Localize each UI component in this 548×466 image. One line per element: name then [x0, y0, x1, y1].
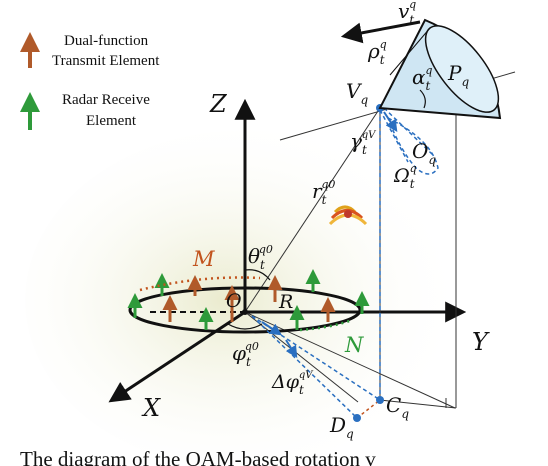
dotted-arc-m	[139, 276, 261, 292]
point-c	[376, 396, 384, 404]
y-axis-label: Y	[472, 328, 490, 356]
phi-arrow	[261, 321, 282, 336]
label-rho: ρtq	[367, 38, 387, 67]
dashed-v-to-o	[383, 107, 434, 156]
phi-angle-arc	[227, 323, 263, 330]
velocity-arrow	[340, 20, 421, 44]
signal-icon	[328, 205, 368, 226]
x-axis	[108, 310, 246, 403]
label-p: Pq	[447, 61, 469, 89]
x-axis-label: X	[141, 394, 161, 422]
legend-transmit-line2: Transmit Element	[52, 53, 160, 69]
label-r: rtq0	[312, 178, 335, 207]
legend-transmit-line1: Dual-function	[64, 33, 149, 49]
label-d: Dq	[329, 413, 354, 441]
label-phi: φtq0	[232, 340, 259, 369]
label-c: Cq	[386, 393, 409, 421]
label-alpha: αtq	[412, 64, 432, 93]
point-d	[353, 414, 361, 422]
alpha-arc	[419, 89, 426, 109]
dashed-o-to-c	[251, 315, 381, 401]
label-m: M	[192, 247, 215, 271]
target-cone	[378, 18, 502, 120]
label-radius: R	[278, 291, 293, 313]
gamma-arrow	[383, 111, 398, 132]
label-dphi: ΔφtqV	[271, 370, 314, 397]
label-origin: O	[226, 290, 242, 312]
legend-receive-line2: Element	[86, 113, 137, 129]
label-theta: θtq0	[248, 243, 273, 272]
label-n: N	[344, 333, 364, 357]
legend: Dual-function Transmit Element Radar Rec…	[20, 32, 160, 130]
theta-angle-arc	[244, 269, 271, 281]
dashed-v-to-omega	[379, 109, 409, 163]
legend-receive-line1: Radar Receive	[62, 92, 150, 108]
z-axis-label: Z	[209, 90, 228, 118]
dotted-arc-n	[299, 318, 353, 332]
label-gamma: γtqV	[350, 129, 377, 157]
dphi-arrow	[285, 339, 298, 359]
label-omega: Ωtq	[393, 162, 417, 191]
caption: The diagram of the OAM-based rotation v	[20, 447, 376, 466]
line-c-to-p-ground	[379, 399, 457, 409]
rho-line	[389, 27, 431, 76]
point-origin	[242, 309, 248, 315]
label-o-q: Oq	[412, 139, 436, 167]
dc-connector	[356, 399, 381, 419]
element-ring	[128, 286, 362, 334]
label-velocity: vtq	[398, 0, 416, 27]
label-v: Vq	[346, 79, 368, 107]
axes: Z Y X	[108, 90, 490, 422]
